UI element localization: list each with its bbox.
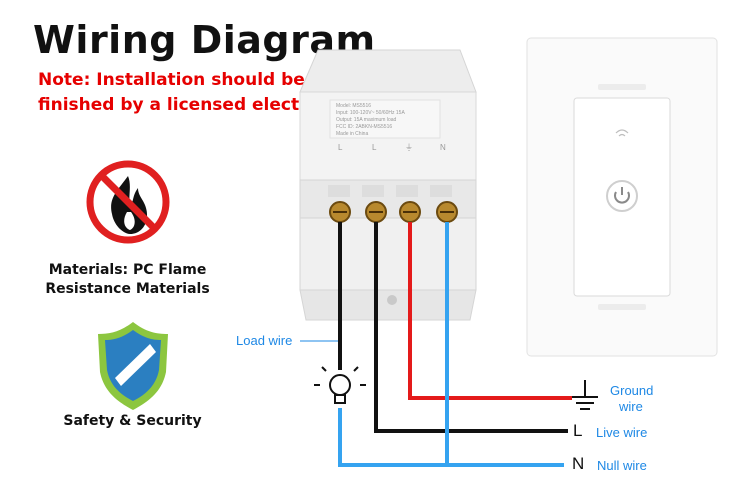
null-wire-label: Null wire: [597, 458, 647, 473]
module-output-label: Output: 15A maximum load: [336, 117, 397, 123]
pin-label-1: L: [338, 143, 343, 152]
load-wire-label: Load wire: [236, 333, 293, 348]
pin-label-4: N: [440, 143, 446, 152]
materials-label-line-2: Resistance Materials: [45, 281, 210, 297]
module-fcc-label: FCC ID: 2ABKN-MS5516: [336, 124, 392, 130]
live-terminal-letter: L: [573, 421, 583, 440]
safety-label: Safety & Security: [63, 413, 202, 429]
null-terminal-letter: N: [572, 454, 585, 473]
wall-switch-plate: [526, 37, 718, 357]
power-icon: [614, 187, 630, 204]
materials-label-line-1: Materials: PC Flame: [48, 262, 207, 278]
ground-wire-label-line-1: Ground: [610, 383, 654, 398]
shield-icon: [98, 322, 168, 410]
note-line-2: finished by a licensed electrician: [38, 95, 353, 115]
ground-wire-label-line-2: wire: [619, 399, 643, 414]
ground-wire: [408, 222, 572, 400]
power-button[interactable]: [606, 180, 638, 212]
note-line-1: Note: Installation should be: [38, 70, 305, 90]
module-made-label: Made in China: [336, 131, 368, 137]
wifi-icon: [615, 129, 629, 137]
pin-label-3: ⏚: [405, 143, 413, 152]
switch-module: Model: MS5516 Input: 100-120V~ 50/60Hz 1…: [299, 49, 477, 321]
live-wire-label: Live wire: [596, 425, 648, 440]
live-wire: [374, 222, 568, 433]
ground-icon: [572, 380, 598, 410]
terminal-screws: [329, 201, 458, 223]
no-fire-icon: [86, 160, 170, 244]
load-wire-lower: [338, 408, 564, 467]
module-model-label: Model: MS5516: [336, 103, 371, 109]
pin-label-2: L: [372, 143, 377, 152]
module-input-label: Input: 100-120V~ 50/60Hz 15A: [336, 110, 405, 116]
bulb-icon: [314, 359, 366, 404]
